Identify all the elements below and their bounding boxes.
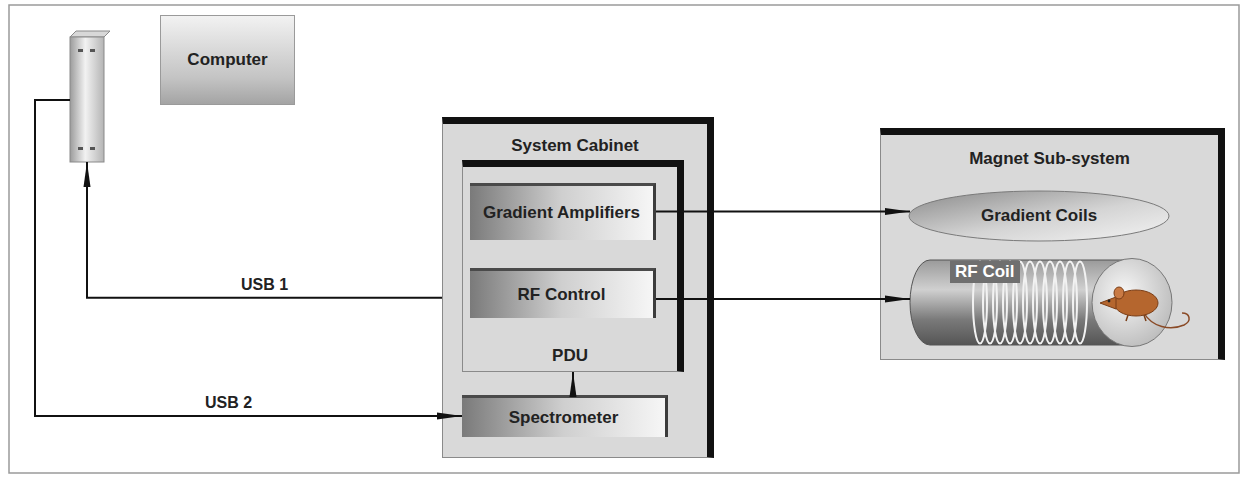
cabinet-box: Gradient Amplifiers RF ControlPDU: [462, 160, 684, 372]
connector-arrow: [656, 298, 910, 300]
connector-arrow: [87, 162, 442, 298]
mouse-illustration: [1100, 287, 1189, 328]
box-label: RF Coil: [950, 261, 1020, 283]
box-label: Spectrometer: [462, 398, 665, 437]
module-box: Gradient Amplifiers: [470, 183, 656, 240]
tower-top: [70, 31, 110, 37]
box-label: RF Control: [470, 271, 653, 318]
computer-unit: Computer: [70, 15, 295, 162]
mouse-eye: [1108, 300, 1111, 303]
tower-slot: [78, 147, 83, 150]
box-label: Computer: [161, 16, 294, 104]
tower-slot: [90, 147, 95, 150]
connector-arrow: [572, 372, 574, 395]
tower-case: [70, 37, 104, 162]
mouse-legs: [1126, 315, 1146, 321]
outer-frame: [9, 5, 1239, 473]
rf-coil: RF Coil: [908, 255, 1192, 350]
tower-slot: [78, 49, 83, 52]
box-heading: PDU: [463, 344, 677, 368]
module-box: Spectrometer: [462, 395, 668, 437]
tower-slot: [90, 49, 95, 52]
mouse-head: [1100, 297, 1116, 309]
mouse-ear: [1114, 287, 1124, 299]
connector-arrow: [656, 211, 910, 213]
cabinet-box: Gradient Coils RF Coil Magnet Sub-system: [880, 128, 1225, 360]
coil-bore: [1092, 259, 1172, 347]
box-label: Gradient Coils: [908, 190, 1170, 242]
mouse-tail: [1144, 313, 1189, 328]
connector-arrow: [35, 100, 462, 416]
monitor-box: Computer: [160, 15, 295, 105]
connection-label: USB 2: [203, 394, 254, 412]
box-heading: Magnet Sub-system: [881, 145, 1218, 173]
coil-winding: [1073, 262, 1087, 344]
connection-label: USB 1: [239, 276, 290, 294]
cabinet-box: Gradient Amplifiers RF ControlPDU Spectrom…: [442, 117, 714, 458]
module-box: RF Control: [470, 268, 656, 318]
gradient-coil-ellipse: [909, 191, 1169, 241]
coil-ellipse: Gradient Coils: [908, 190, 1170, 242]
box-label: Gradient Amplifiers: [470, 186, 653, 240]
box-heading: System Cabinet: [443, 132, 707, 160]
